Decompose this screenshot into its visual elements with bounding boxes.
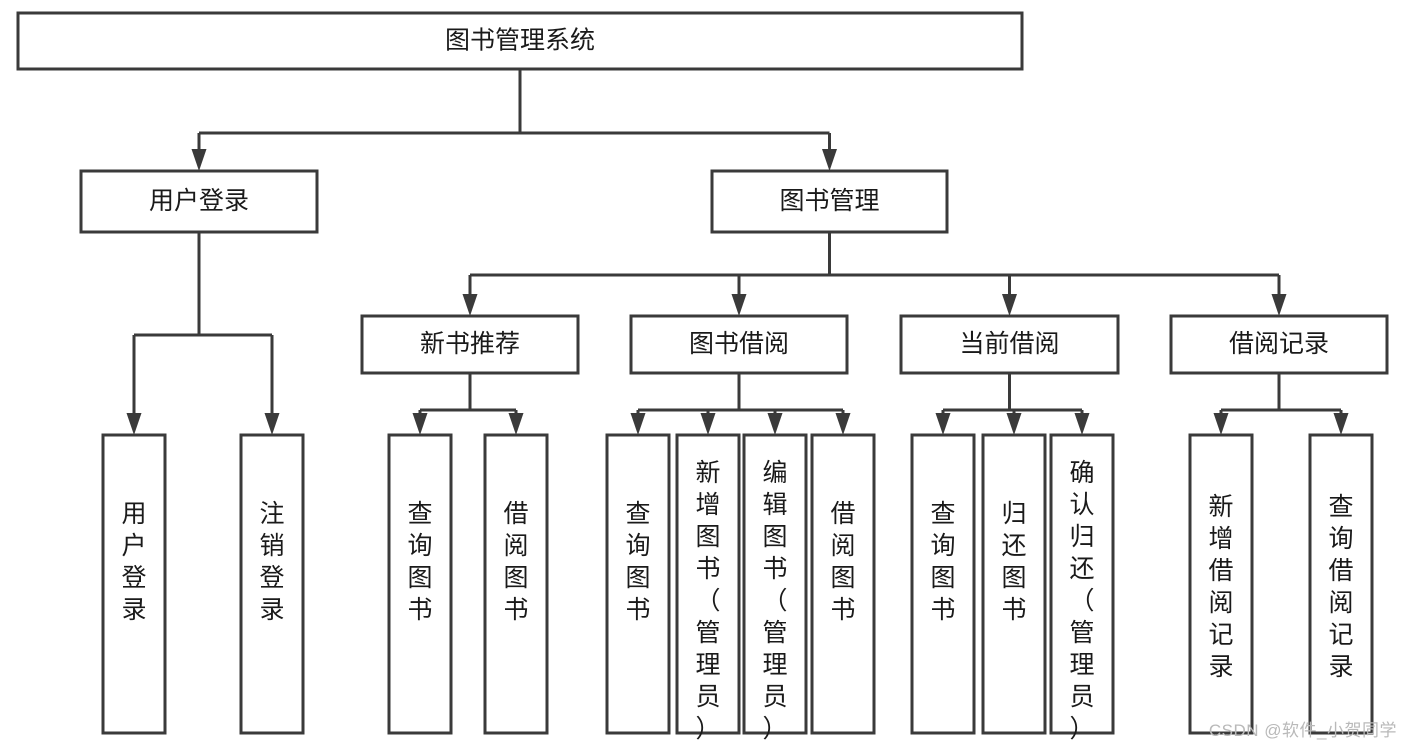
node-book-manage[interactable]: 图书管理 — [710, 169, 949, 234]
connector-group-current-borrow — [935, 373, 1090, 435]
connector-group-borrow-record — [1213, 373, 1349, 435]
node-label: 查询图书 — [407, 500, 432, 624]
node-leaf-borrow-add[interactable]: 新增图书（管理员） — [675, 433, 741, 743]
node-leaf-user-logout[interactable]: 注销登录 — [239, 433, 305, 735]
node-label: 借阅图书 — [503, 500, 528, 624]
node-label: 图书借阅 — [689, 330, 789, 358]
connector-group-root — [191, 69, 837, 171]
node-label: 借阅记录 — [1229, 330, 1329, 358]
node-leaf-user-login[interactable]: 用户登录 — [101, 433, 167, 735]
connector-group-new-book-rec — [412, 373, 524, 435]
node-new-book-rec[interactable]: 新书推荐 — [360, 314, 580, 375]
node-label: 编辑图书（管理员） — [762, 459, 787, 743]
node-leaf-cur-confirm[interactable]: 确认归还（管理员） — [1049, 433, 1115, 743]
node-borrow-record[interactable]: 借阅记录 — [1169, 314, 1389, 375]
node-user-login[interactable]: 用户登录 — [79, 169, 319, 234]
node-leaf-borrow-edit[interactable]: 编辑图书（管理员） — [742, 433, 808, 743]
node-label: 用户登录 — [149, 187, 249, 215]
node-label: 注销登录 — [259, 500, 284, 624]
node-label: 查询借阅记录 — [1328, 493, 1353, 681]
connector-group-user-login — [126, 232, 280, 435]
node-leaf-cur-return[interactable]: 归还图书 — [981, 433, 1047, 735]
node-label: 确认归还（管理员） — [1069, 459, 1094, 743]
node-label: 查询图书 — [930, 500, 955, 624]
connectors-layer — [126, 69, 1349, 435]
nodes-layer: 图书管理系统用户登录图书管理新书推荐图书借阅当前借阅借阅记录用户登录注销登录查询… — [16, 11, 1389, 743]
node-leaf-rechist-add[interactable]: 新增借阅记录 — [1188, 433, 1254, 735]
node-label: 查询图书 — [625, 500, 650, 624]
node-label: 用户登录 — [121, 500, 146, 624]
node-label: 新增借阅记录 — [1208, 493, 1233, 681]
node-leaf-cur-query[interactable]: 查询图书 — [910, 433, 976, 735]
node-leaf-borrow-lend[interactable]: 借阅图书 — [810, 433, 876, 735]
node-label: 归还图书 — [1001, 500, 1026, 624]
node-leaf-rec-borrow[interactable]: 借阅图书 — [483, 433, 549, 735]
connector-group-book-manage — [462, 232, 1287, 316]
node-leaf-rechist-query[interactable]: 查询借阅记录 — [1308, 433, 1374, 735]
node-root[interactable]: 图书管理系统 — [16, 11, 1024, 71]
connector-group-book-borrow — [630, 373, 851, 435]
node-label: 图书管理系统 — [445, 27, 595, 55]
node-label: 新书推荐 — [420, 330, 520, 358]
node-leaf-rec-query[interactable]: 查询图书 — [387, 433, 453, 735]
node-current-borrow[interactable]: 当前借阅 — [899, 314, 1120, 375]
node-label: 图书管理 — [779, 187, 879, 215]
node-label: 当前借阅 — [959, 330, 1059, 358]
node-book-borrow[interactable]: 图书借阅 — [629, 314, 849, 375]
node-label: 新增图书（管理员） — [695, 459, 720, 743]
node-label: 借阅图书 — [830, 500, 855, 624]
node-leaf-borrow-query[interactable]: 查询图书 — [605, 433, 671, 735]
